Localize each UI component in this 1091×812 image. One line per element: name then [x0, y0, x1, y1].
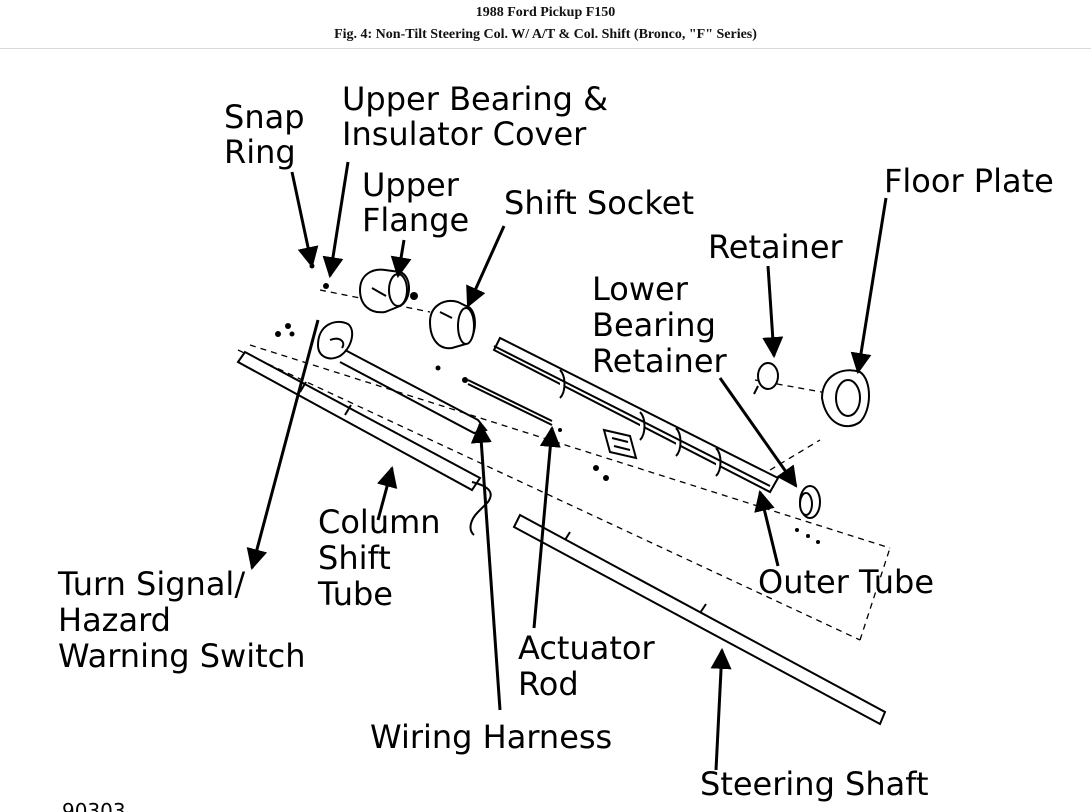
label-steering-shaft: Steering Shaft: [700, 765, 929, 803]
label-actuator-rod: Actuator Rod: [518, 629, 665, 703]
label-upper-flange: Upper Flange: [362, 166, 469, 239]
column-shift-tube-part: [236, 350, 492, 536]
label-outer-tube: Outer Tube: [758, 563, 934, 601]
column-shift-tube-arrow: [376, 465, 398, 521]
outer-tube-arrow: [754, 489, 780, 567]
figure-header: 1988 Ford Pickup F150 Fig. 4: Non-Tilt S…: [0, 0, 1091, 49]
turn-signal-arrow: [246, 319, 320, 571]
lower-bearing-retainer-arrow: [718, 377, 798, 488]
tube-bracket-part: [602, 428, 638, 460]
upper-flange-arrow: [390, 239, 412, 279]
label-snap-ring: Snap Ring: [224, 98, 315, 171]
shift-socket-arrow: [466, 225, 506, 308]
floor-plate-arrow: [850, 197, 888, 375]
retainer-part: [753, 362, 779, 395]
actuator-rod-part: [467, 379, 553, 426]
wiring-harness-arrow: [470, 421, 502, 711]
label-shift-socket: Shift Socket: [504, 184, 694, 222]
steering-column-diagram: Snap Ring Upper Bearing & Insulator Cove…: [57, 80, 1054, 812]
label-lower-bearing-retainer: Lower Bearing Retainer: [592, 270, 728, 380]
turn-signal-switch-part: [316, 320, 488, 435]
label-floor-plate: Floor Plate: [884, 162, 1054, 200]
floor-plate-part: [820, 369, 870, 428]
label-column-shift-tube: Column Shift Tube: [317, 503, 451, 613]
steering-shaft-part: [512, 513, 887, 726]
retainer-arrow: [762, 265, 784, 359]
label-upper-bearing: Upper Bearing & Insulator Cover: [342, 80, 618, 153]
label-wiring-harness: Wiring Harness: [370, 718, 612, 756]
figure-caption: Fig. 4: Non-Tilt Steering Col. W/ A/T & …: [334, 27, 757, 42]
label-retainer: Retainer: [708, 228, 844, 266]
figure-code: 90303: [62, 799, 126, 812]
page-title: 1988 Ford Pickup F150: [475, 5, 616, 20]
steering-shaft-arrow: [710, 647, 732, 771]
actuator-rod-arrow: [532, 425, 561, 629]
upper-bearing-arrow: [322, 161, 350, 279]
shift-socket-part: [428, 300, 476, 350]
leader-arrows: [246, 161, 888, 771]
upper-flange-part: [358, 268, 418, 314]
label-turn-signal-switch: Turn Signal/ Hazard Warning Switch: [57, 565, 306, 675]
snap-ring-arrow: [290, 171, 319, 269]
lower-bearing-retainer-part: [799, 485, 821, 519]
